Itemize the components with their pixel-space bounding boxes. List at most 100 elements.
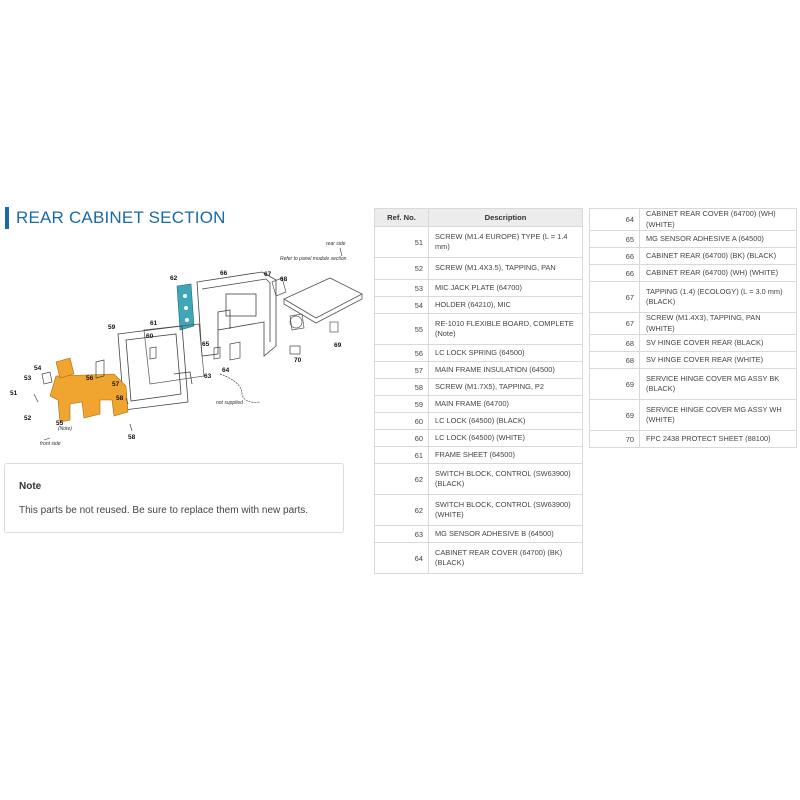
description-cell: MG SENSOR ADHESIVE A (64500) [639,230,797,248]
ref-number-cell: 69 [589,368,640,400]
description-cell: MIC JACK PLATE (64700) [428,279,583,297]
ref-number-cell: 55 [374,313,429,345]
description-cell: SCREW (M1.7X5), TAPPING, P2 [428,378,583,396]
description-cell: RE-1010 FLEXIBLE BOARD, COMPLETE (Note) [428,313,583,345]
note-body: This parts be not reused. Be sure to rep… [19,505,309,516]
description-header: Description [428,208,583,227]
small-parts [33,341,301,432]
ref-number-cell: 63 [374,525,429,543]
part-label-52: 52 [24,415,32,422]
ref-number-cell: 65 [589,230,640,248]
part-label-51: 51 [10,390,18,397]
description-cell: SCREW (M1.4X3), TAPPING, PAN (WHITE) [639,312,797,335]
not-supplied-annotation: not supplied [216,400,243,406]
ref-number-cell: 56 [374,344,429,362]
part-label-58-b: 58 [128,434,136,441]
description-cell: LC LOCK SPRING (64500) [428,344,583,362]
description-cell: FRAME SHEET (64500) [428,446,583,464]
part-label-56: 56 [86,375,94,382]
panel-module-part [283,277,363,324]
ref-number-cell: 57 [374,361,429,379]
main-frame-part [117,325,193,411]
part-label-68: 68 [280,276,288,283]
rear-side-annotation: rear side [326,241,346,247]
description-cell: SCREW (M1.4 EUROPE) TYPE (L = 1.4 mm) [428,226,583,258]
front-side-arrow [43,437,51,441]
note-annotation: (Note) [58,426,72,432]
ref-number-cell: 51 [374,226,429,258]
description-cell: SERVICE HINGE COVER MG ASSY BK (BLACK) [639,368,797,400]
rear-side-arrow [339,247,343,257]
description-cell: CABINET REAR COVER (64700) (BK) (BLACK) [428,542,583,574]
part-label-59: 59 [108,324,116,331]
note-box: Note This parts be not reused. Be sure t… [4,463,344,533]
part-label-53: 53 [24,375,32,382]
ref-number-cell: 69 [589,399,640,431]
part-label-65: 65 [202,341,210,348]
part-label-60: 60 [146,333,154,340]
ref-number-cell: 59 [374,395,429,413]
part-label-58-a: 58 [116,395,124,402]
description-cell: CABINET REAR (64700) (BK) (BLACK) [639,247,797,265]
ref-number-cell: 53 [374,279,429,297]
front-side-annotation: front side [40,441,61,447]
section-heading: REAR CABINET SECTION [5,207,226,229]
ref-number-cell: 62 [374,494,429,526]
switch-block-part [176,283,195,331]
ref-number-cell: 58 [374,378,429,396]
description-cell: MAIN FRAME INSULATION (64500) [428,361,583,379]
description-cell: SWITCH BLOCK, CONTROL (SW63900) (WHITE) [428,494,583,526]
description-cell: MAIN FRAME (64700) [428,395,583,413]
description-cell: LC LOCK (64500) (BLACK) [428,412,583,430]
table-header-row: Ref. No. Description [374,208,583,227]
ref-number-cell: 52 [374,257,429,280]
description-cell: CABINET REAR (64700) (WH) (WHITE) [639,264,797,282]
exploded-parts-diagram: 62 66 67 68 59 60 61 65 63 64 69 70 54 5… [10,241,363,447]
heading-accent-bar [5,207,9,229]
hinge-part [271,277,339,333]
description-cell: MG SENSOR ADHESIVE B (64500) [428,525,583,543]
ref-number-cell: 64 [589,208,640,231]
description-cell: FPC 2438 PROTECT SHEET (88100) [639,430,797,448]
description-cell: SV HINGE COVER REAR (BLACK) [639,334,797,352]
part-label-66: 66 [220,270,228,277]
description-cell: LC LOCK (64500) (WHITE) [428,429,583,447]
description-cell: SV HINGE COVER REAR (WHITE) [639,351,797,369]
refer-annotation: Refer to panel module section [280,256,347,262]
ref-number-cell: 66 [589,247,640,265]
part-label-70: 70 [294,357,302,364]
part-label-63: 63 [204,373,212,380]
part-label-61: 61 [150,320,158,327]
ref-number-cell: 54 [374,296,429,314]
part-label-67: 67 [264,271,272,278]
description-cell: SCREW (M1.4X3.5), TAPPING, PAN [428,257,583,280]
ref-number-cell: 60 [374,429,429,447]
section-title: REAR CABINET SECTION [16,208,226,227]
ref-number-cell: 67 [589,312,640,335]
part-label-55: 55 [56,420,64,427]
